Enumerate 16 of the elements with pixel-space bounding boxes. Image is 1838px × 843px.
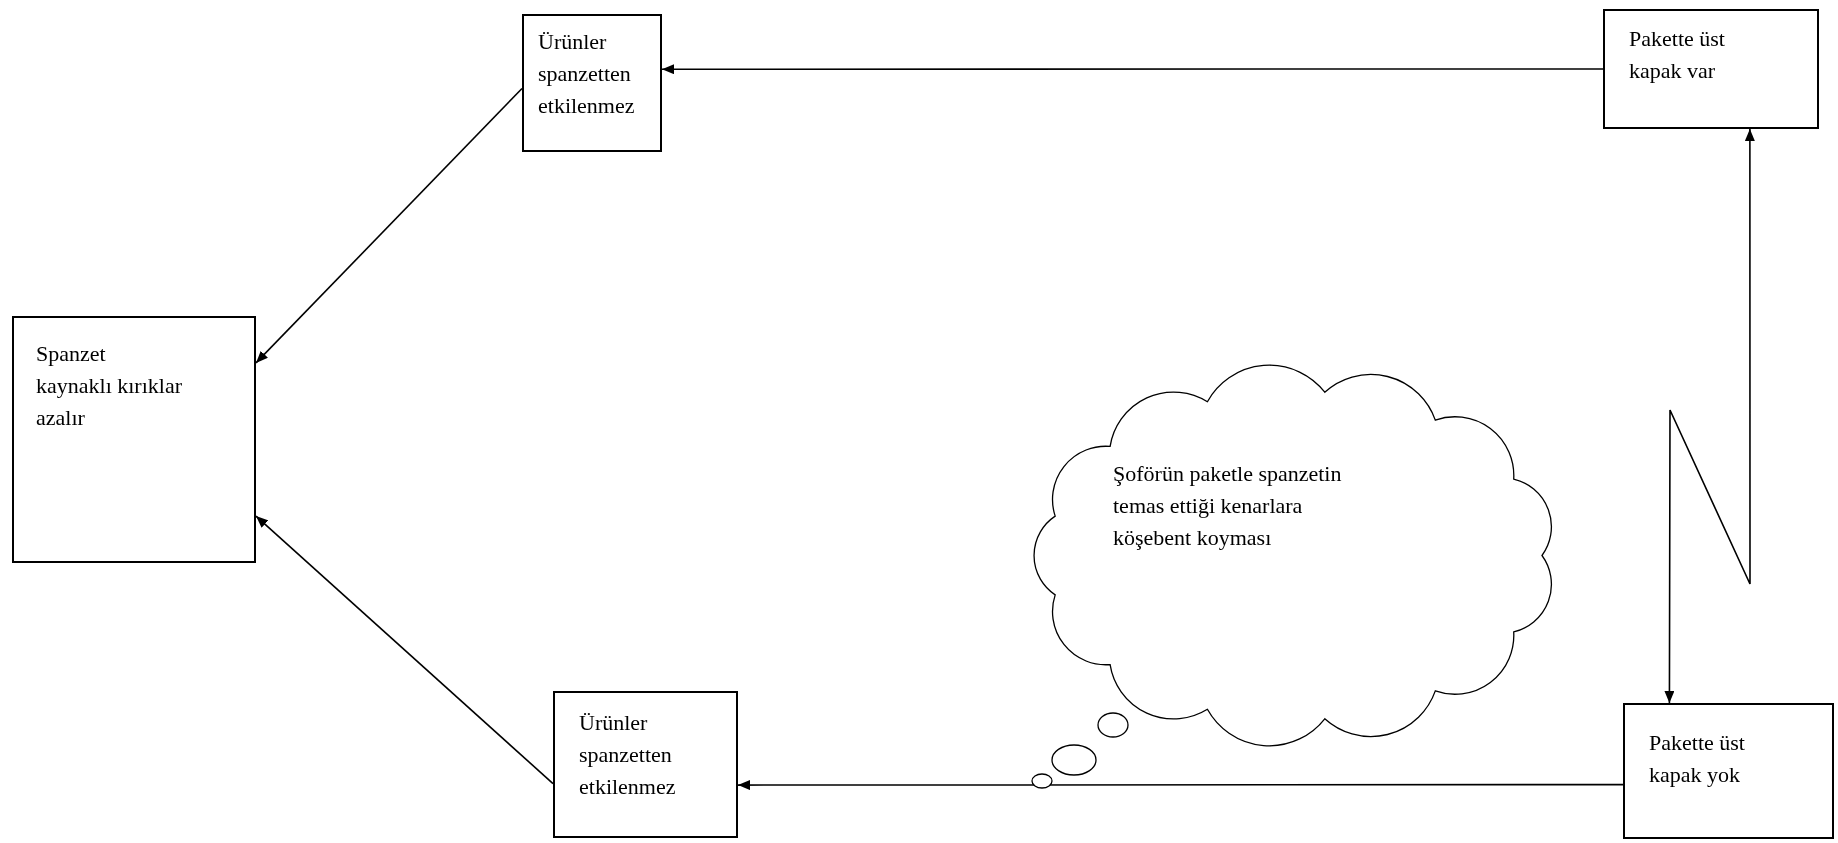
arrow <box>737 780 1624 791</box>
node-text: Spanzet kaynaklı kırıklar azalır <box>36 340 183 432</box>
node-text: Ürünler spanzetten etkilenmez <box>538 28 636 120</box>
node-text: Pakette üst kapak yok <box>1649 729 1746 789</box>
process-box <box>1623 703 1834 839</box>
process-box <box>1603 9 1819 129</box>
process-box <box>553 691 738 838</box>
arrow <box>1664 128 1755 704</box>
node-text: Ürünler spanzetten etkilenmez <box>579 709 677 801</box>
process-box <box>522 14 662 152</box>
node-text: Şoförün paketle spanzetin temas ettiği kenarlara köşebent koyması <box>1113 460 1343 552</box>
arrow <box>661 64 1604 75</box>
arrow <box>255 515 554 785</box>
node-text: Pakette üst kapak var <box>1629 25 1726 85</box>
process-box <box>12 316 256 563</box>
arrow <box>255 87 523 364</box>
